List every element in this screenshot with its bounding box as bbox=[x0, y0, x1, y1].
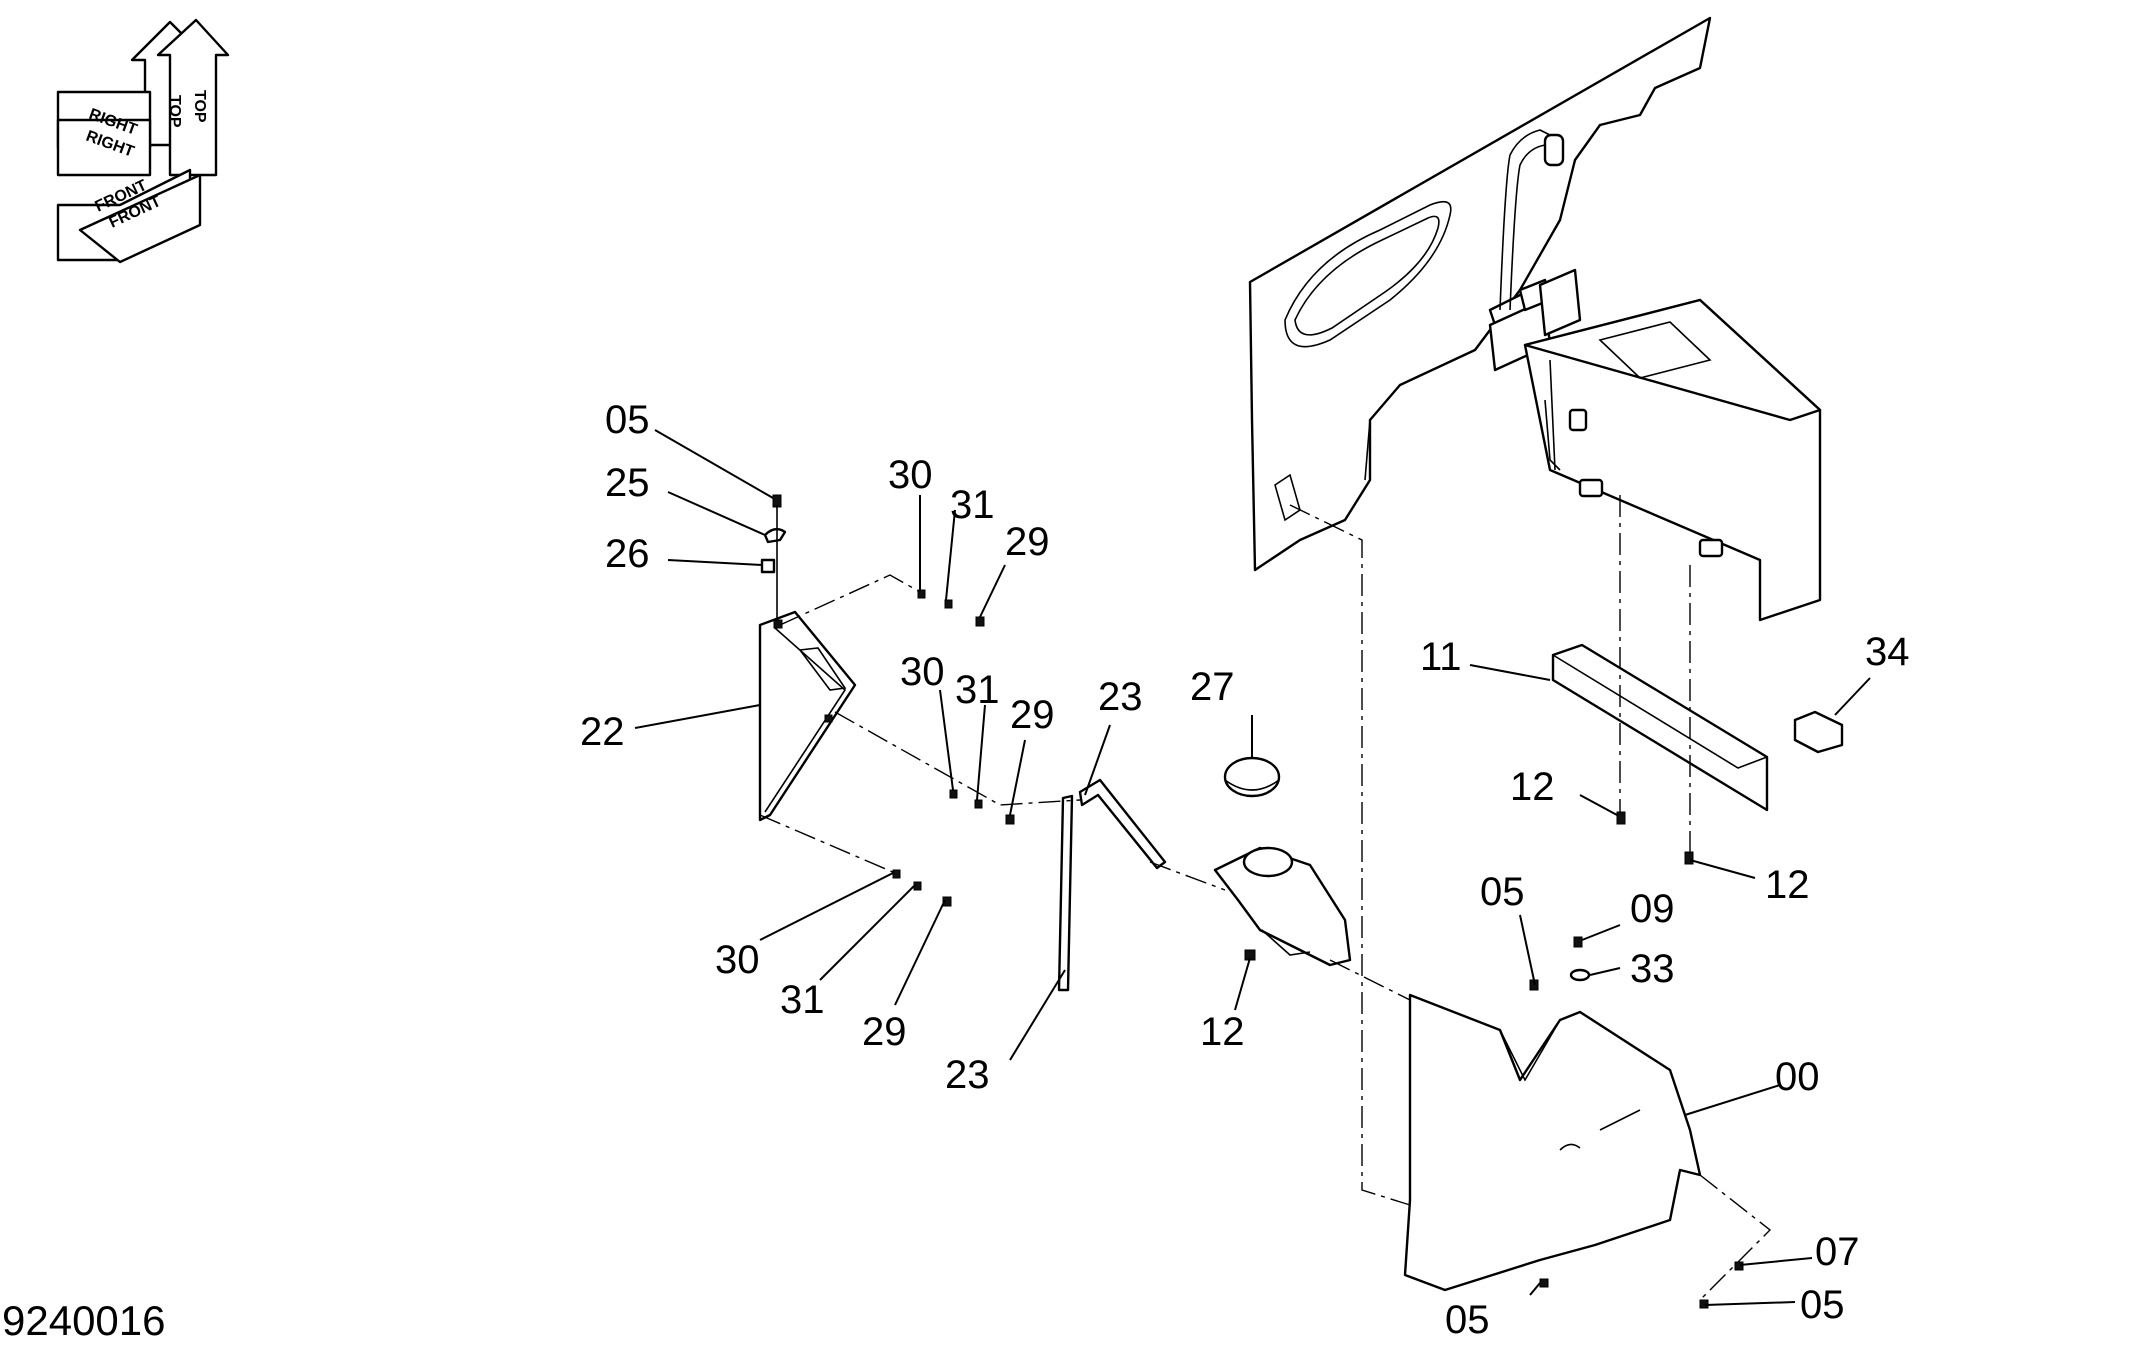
hardware-05-25-26 bbox=[760, 494, 787, 620]
callout-label: 07 bbox=[1815, 1230, 1860, 1274]
callout-label: 30 bbox=[715, 938, 760, 982]
lower-cover-00 bbox=[1403, 936, 1702, 1292]
callout-label: 05 bbox=[1800, 1283, 1845, 1327]
leader-lines bbox=[634, 429, 1871, 1306]
callout-label: 22 bbox=[580, 710, 625, 754]
fastener-set-upper bbox=[917, 589, 985, 627]
callout-label: 23 bbox=[945, 1053, 990, 1097]
right-arrow-shape bbox=[56, 90, 152, 177]
callout-label: 25 bbox=[605, 461, 650, 505]
fasteners-12 bbox=[1616, 811, 1694, 865]
callout-label: 12 bbox=[1200, 1010, 1245, 1054]
lamp-housing bbox=[1213, 846, 1352, 967]
callout-label: 12 bbox=[1765, 863, 1810, 907]
orientation-indicator: TOP TOP RIGHT RIGHT FRONT FRONT bbox=[56, 18, 230, 264]
callout-label: 05 bbox=[1445, 1298, 1490, 1342]
trim-strip-11 bbox=[1551, 643, 1769, 812]
callout-label: 30 bbox=[888, 453, 933, 497]
callout-label: 34 bbox=[1865, 630, 1910, 674]
callout-label: 31 bbox=[950, 483, 995, 527]
callout-label: 29 bbox=[1005, 520, 1050, 564]
callout-label: 00 bbox=[1775, 1055, 1820, 1099]
callout-label: 31 bbox=[955, 668, 1000, 712]
callout-label: 33 bbox=[1630, 947, 1675, 991]
fasteners-bottom bbox=[1539, 1261, 1744, 1309]
plug-34 bbox=[1793, 710, 1844, 754]
side-panel bbox=[1248, 16, 1712, 572]
upper-frame-bracket bbox=[1488, 129, 1582, 372]
callout-label: 27 bbox=[1190, 665, 1235, 709]
orientation-label: TOP bbox=[191, 90, 208, 123]
callout-label: 11 bbox=[1420, 635, 1462, 679]
callout-label: 23 bbox=[1098, 675, 1143, 719]
callout-label: 12 bbox=[1510, 765, 1555, 809]
callout-labels: 05 25 26 30 31 29 30 31 29 22 23 27 11 3… bbox=[580, 398, 1910, 1342]
seal-strip-23-lower bbox=[1057, 794, 1074, 992]
assembly-lines bbox=[759, 495, 1772, 1301]
callout-label: 26 bbox=[605, 532, 650, 576]
fastener-set-lower bbox=[892, 869, 952, 907]
callout-label: 29 bbox=[862, 1010, 907, 1054]
drawing-number: 9240016 bbox=[2, 1297, 166, 1344]
orientation-label: TOP bbox=[166, 95, 183, 128]
callout-label: 05 bbox=[1480, 870, 1525, 914]
callout-label: 09 bbox=[1630, 887, 1675, 931]
callout-label: 31 bbox=[780, 978, 825, 1022]
cap-27 bbox=[1223, 756, 1281, 798]
callout-label: 29 bbox=[1010, 693, 1055, 737]
front-arrow-shape bbox=[56, 168, 202, 264]
console-housing bbox=[1523, 298, 1822, 622]
callout-label: 05 bbox=[605, 398, 650, 442]
bracket-22 bbox=[758, 610, 857, 822]
seal-strip-23-upper bbox=[1078, 778, 1167, 870]
callout-label: 30 bbox=[900, 650, 945, 694]
